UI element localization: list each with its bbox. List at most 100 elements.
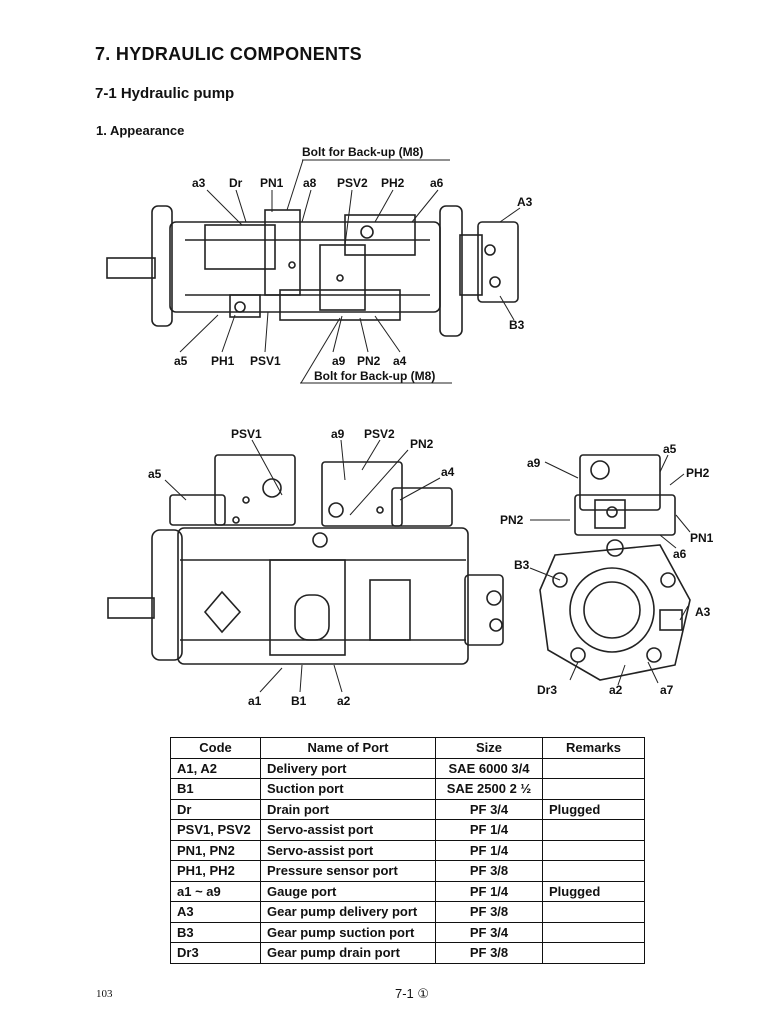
cell-size: PF 1/4: [435, 819, 543, 841]
header-size: Size: [435, 737, 543, 759]
label-top-a6: a6: [430, 176, 444, 190]
cell-code: B1: [170, 778, 261, 800]
cell-name: Gear pump suction port: [260, 921, 436, 943]
label-end-pn1: PN1: [690, 531, 714, 545]
cell-size: PF 1/4: [435, 880, 543, 902]
cell-name: Gauge port: [260, 880, 436, 902]
label-top-a3: a3: [192, 176, 206, 190]
cell-name: Gear pump delivery port: [260, 901, 436, 923]
label-top-a8: a8: [303, 176, 317, 190]
pump-top-view: [106, 205, 519, 337]
cell-remarks: [542, 921, 645, 943]
cell-code: PN1, PN2: [170, 839, 261, 861]
cell-name: Pressure sensor port: [260, 860, 436, 882]
label-end-b3: B3: [514, 558, 530, 572]
cell-code: Dr3: [170, 942, 261, 964]
label-top-A3: A3: [517, 195, 533, 209]
cell-size: PF 3/8: [435, 942, 543, 964]
label-bolt-top: Bolt for Back-up (M8): [302, 145, 424, 159]
header-name: Name of Port: [260, 737, 436, 759]
table-row: B3 Gear pump suction port PF 3/4: [170, 921, 645, 943]
page-number: 103: [96, 988, 113, 1000]
cell-name: Servo-assist port: [260, 839, 436, 861]
cell-code: B3: [170, 921, 261, 943]
label-side-a5: a5: [148, 467, 162, 481]
cell-code: a1 ~ a9: [170, 880, 261, 902]
label-top-psv1: PSV1: [250, 354, 281, 368]
label-end-a2: a2: [609, 683, 623, 697]
label-top-B3: B3: [509, 318, 525, 332]
cell-size: PF 1/4: [435, 839, 543, 861]
pump-side-view: [107, 454, 504, 665]
table-row: PSV1, PSV2 Servo-assist port PF 1/4: [170, 819, 645, 841]
label-side-a9: a9: [331, 427, 345, 441]
table-row: Dr3 Gear pump drain port PF 3/8: [170, 942, 645, 964]
cell-code: PH1, PH2: [170, 860, 261, 882]
cell-remarks: Plugged: [542, 798, 645, 820]
label-top-a9: a9: [332, 354, 346, 368]
label-side-pn2: PN2: [410, 437, 434, 451]
label-side-psv1: PSV1: [231, 427, 262, 441]
table-row: PH1, PH2 Pressure sensor port PF 3/8: [170, 860, 645, 882]
label-side-a1: a1: [248, 694, 262, 708]
subsection-title: 1. Appearance: [96, 123, 185, 138]
cell-name: Suction port: [260, 778, 436, 800]
chapter-title: 7. HYDRAULIC COMPONENTS: [95, 44, 362, 64]
table-row: B1 Suction port SAE 2500 2 ½: [170, 778, 645, 800]
port-table: Code Name of Port Size Remarks A1, A2 De…: [170, 737, 645, 964]
cell-size: PF 3/4: [435, 798, 543, 820]
cell-name: Delivery port: [260, 757, 436, 779]
header-code: Code: [170, 737, 261, 759]
table-row: Dr Drain port PF 3/4 Plugged: [170, 798, 645, 820]
cell-code: A3: [170, 901, 261, 923]
cell-name: Servo-assist port: [260, 819, 436, 841]
label-top-pn1: PN1: [260, 176, 284, 190]
section-title: 7-1 Hydraulic pump: [95, 85, 235, 102]
cell-size: SAE 6000 3/4: [435, 757, 543, 779]
cell-remarks: [542, 778, 645, 800]
label-top-ph2: PH2: [381, 176, 405, 190]
page-code: 7-1 ①: [395, 986, 430, 1001]
table-row: PN1, PN2 Servo-assist port PF 1/4: [170, 839, 645, 861]
cell-size: PF 3/8: [435, 860, 543, 882]
cell-name: Drain port: [260, 798, 436, 820]
label-top-a4: a4: [393, 354, 407, 368]
cell-size: PF 3/4: [435, 921, 543, 943]
label-end-a5: a5: [663, 442, 677, 456]
label-end-a3: A3: [695, 605, 711, 619]
cell-remarks: [542, 901, 645, 923]
cell-remarks: [542, 757, 645, 779]
label-bolt-bottom: Bolt for Back-up (M8): [314, 369, 436, 383]
label-top-dr: Dr: [229, 176, 243, 190]
label-top-psv2: PSV2: [337, 176, 368, 190]
top-leaders: [179, 159, 521, 384]
cell-remarks: Plugged: [542, 880, 645, 902]
label-side-a2: a2: [337, 694, 351, 708]
label-end-ph2: PH2: [686, 466, 710, 480]
pump-end-view: [539, 454, 691, 681]
header-remarks: Remarks: [542, 737, 645, 759]
cell-name: Gear pump drain port: [260, 942, 436, 964]
cell-code: Dr: [170, 798, 261, 820]
side-leaders: [164, 439, 441, 693]
label-top-pn2: PN2: [357, 354, 381, 368]
label-side-b1: B1: [291, 694, 307, 708]
cell-size: PF 3/8: [435, 901, 543, 923]
label-end-dr3: Dr3: [537, 683, 558, 697]
table-header-row: Code Name of Port Size Remarks: [170, 737, 645, 759]
label-side-a4: a4: [441, 465, 455, 479]
cell-remarks: [542, 819, 645, 841]
cell-code: A1, A2: [170, 757, 261, 779]
cell-remarks: [542, 860, 645, 882]
cell-remarks: [542, 942, 645, 964]
label-top-a5: a5: [174, 354, 188, 368]
end-leaders: [529, 454, 691, 686]
label-end-pn2: PN2: [500, 513, 524, 527]
label-side-psv2: PSV2: [364, 427, 395, 441]
label-end-a7: a7: [660, 683, 674, 697]
label-top-ph1: PH1: [211, 354, 235, 368]
label-end-a6: a6: [673, 547, 687, 561]
table-row: a1 ~ a9 Gauge port PF 1/4 Plugged: [170, 880, 645, 902]
cell-size: SAE 2500 2 ½: [435, 778, 543, 800]
label-end-a9: a9: [527, 456, 541, 470]
